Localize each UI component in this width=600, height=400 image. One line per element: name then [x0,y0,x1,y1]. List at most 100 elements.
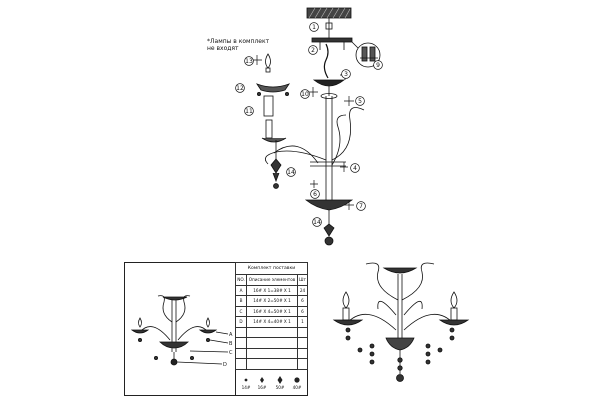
lamps-note: *Лампы в комплект не входят [207,38,277,52]
kit-row-empty [235,337,308,349]
callout-number: 14 [313,219,321,226]
kit-cell-no: C [235,305,247,317]
callout-circle [312,217,322,227]
callout-circle [244,106,254,116]
kit-cell-desc: 14# X 4=40# X 1 [246,316,298,328]
kit-label-a: A [229,332,233,338]
callout-number: 4 [353,165,357,172]
kit-label-d: D [223,362,227,368]
bead-14-mark [244,378,248,382]
bead-legend-50: 50# [275,385,285,390]
ceiling-mount [306,7,352,38]
detail-zoom [351,41,381,68]
callout-circle [373,60,383,70]
kit-row-empty [235,326,308,338]
kit-cell-desc: 14# X 2=50# X 1 [246,295,298,307]
callout-number: 10 [301,91,309,98]
callout-circle [350,163,360,173]
assembled-chandelier [332,262,470,382]
kit-cell-qty: 6 [297,305,308,317]
main-stem [320,93,338,200]
scroll-arms [264,107,365,167]
kit-cell-empty [235,347,247,359]
callout-number: 6 [313,191,317,198]
callout-number: 7 [359,203,363,210]
bottom-cup [304,199,354,246]
kit-cell-no: B [235,295,247,307]
lamps-note-line-1: *Лампы в комплект [207,38,270,45]
kit-letter-labels: A B C D [223,332,233,368]
kit-header-no: NO. [235,274,247,286]
callout-circle [341,69,351,79]
callout-circle [310,189,320,199]
callout-circle [356,201,366,211]
kit-cell-empty [246,326,298,338]
kit-header-desc: Описание элементов [246,274,298,286]
kit-header-qty: Шт [297,274,308,286]
canopy-bracket [311,37,353,79]
lamps-note-line-2: не входят [207,45,239,52]
candle-arm-left [261,119,319,189]
bead-50-mark [277,376,283,384]
callout-circle [300,89,310,99]
kit-cell-empty [246,337,298,349]
kit-cell-empty [297,326,308,338]
kit-cell-empty [235,326,247,338]
kit-cell-desc: 16# X 4=50# X 1 [246,305,298,317]
kit-cell-empty [297,358,308,370]
kit-label-b: B [229,341,233,347]
kit-cell-no: A [235,284,247,296]
callout-circle [235,83,245,93]
callout-number: 2 [311,47,315,54]
kit-cell-qty: 6 [297,295,308,307]
kit-row-empty [235,358,308,370]
kit-cell-desc: 16# X 1=38# X 1 [246,284,298,296]
callout-number: 5 [358,98,362,105]
bead-legend-marks [244,376,300,384]
kit-table-title: Комплект поставки [235,262,308,275]
callout-number: 9 [376,62,380,69]
kit-cell-empty [235,337,247,349]
kit-label-c: C [229,350,233,356]
bead-legend-16: 16# [257,385,267,390]
callout-circle [355,96,365,106]
kit-cell-no: D [235,316,247,328]
callout-circle [308,45,318,55]
kit-cell-empty [297,337,308,349]
callout-number: 11 [245,108,253,115]
kit-cell-empty [297,347,308,359]
callout-number: 13 [245,58,253,65]
parts-chandelier [130,295,229,366]
bead-legend-14: 14# [241,385,251,390]
screws [252,55,354,210]
callout-number: 1 [312,24,316,31]
kit-cell-empty [235,358,247,370]
candle-sleeve [255,83,291,117]
callout-circle [286,167,296,177]
callout-number: 14 [287,169,295,176]
bead-legend-40: 40# [292,385,302,390]
kit-table: Комплект поставки NO. Описание элементов… [235,262,308,370]
kit-cell-empty [246,347,298,359]
callout-number: 12 [236,85,244,92]
bead-16-mark [260,377,264,383]
kit-cell-empty [246,358,298,370]
bead-legend: 14# 16# 50# 40# [238,374,306,394]
parts-box [124,262,308,396]
callout-number: 3 [344,71,348,78]
bulb [265,53,271,73]
top-cup [312,79,346,96]
kit-row-empty [235,347,308,359]
bead-40-mark [294,377,300,383]
kit-cell-qty: 24 [297,284,308,296]
callout-circle [309,22,319,32]
callout-circle [244,56,254,66]
kit-cell-qty: 1 [297,316,308,328]
